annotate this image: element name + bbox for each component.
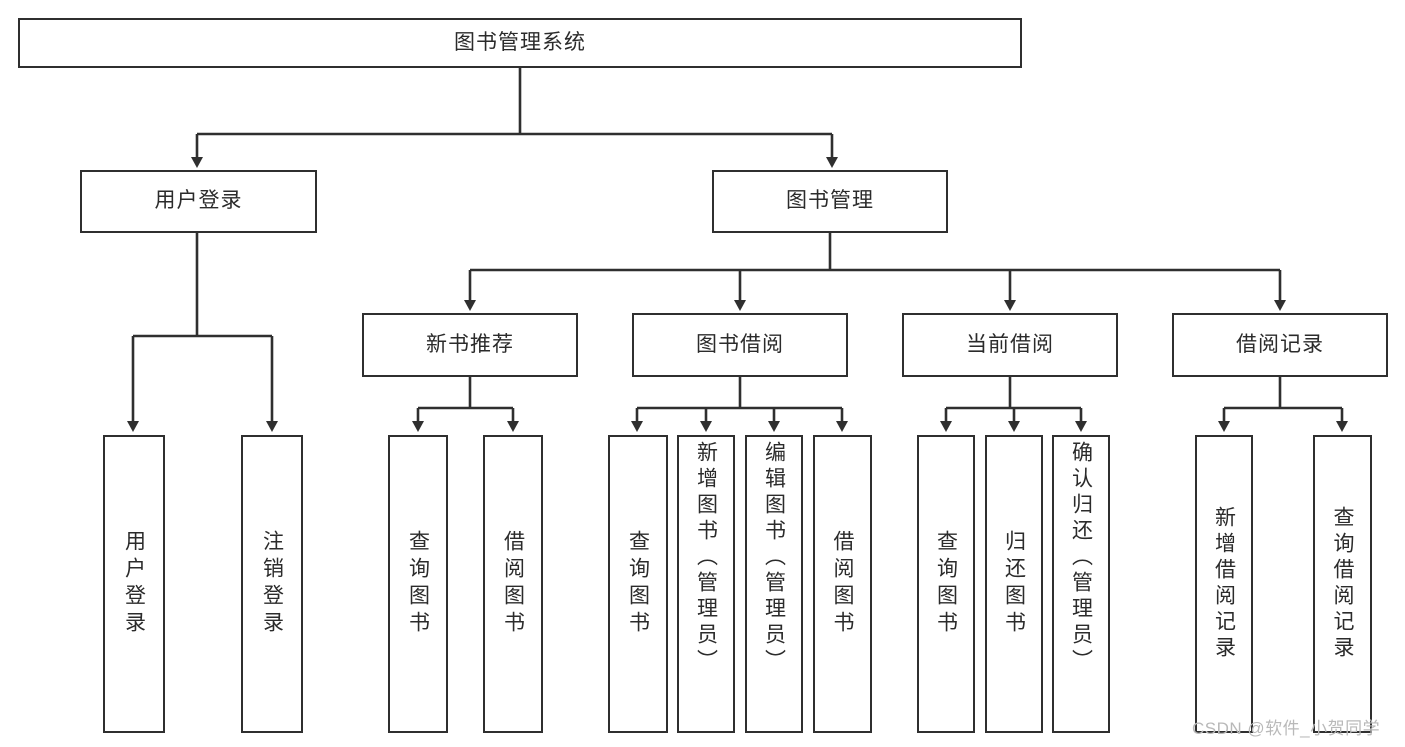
node-root[interactable]: 图书管理系统 [18,18,1022,68]
leaf-return-book-label: 归还图书 [1002,530,1026,638]
node-current-borrow[interactable]: 当前借阅 [902,313,1118,377]
leaf-query-record-label: 查询借阅记录 [1331,506,1354,662]
leaf-borrow-book-2-label: 借阅图书 [831,530,854,638]
node-root-label: 图书管理系统 [454,30,586,54]
leaf-logout-login-label: 注销登录 [260,530,284,638]
leaf-return-book[interactable]: 归还图书 [985,435,1043,733]
leaf-query-record[interactable]: 查询借阅记录 [1313,435,1372,733]
node-book-manage-label: 图书管理 [786,189,874,213]
leaf-confirm-return-label: 确认归还（管理员） [1069,441,1093,675]
leaf-borrow-book-1[interactable]: 借阅图书 [483,435,543,733]
node-book-borrow[interactable]: 图书借阅 [632,313,848,377]
node-book-manage[interactable]: 图书管理 [712,170,948,233]
leaf-borrow-book-1-label: 借阅图书 [501,530,525,638]
leaf-add-book[interactable]: 新增图书（管理员） [677,435,735,733]
leaf-logout-login[interactable]: 注销登录 [241,435,303,733]
node-book-borrow-label: 图书借阅 [696,332,784,356]
leaf-query-book-2-label: 查询图书 [626,530,650,638]
leaf-edit-book[interactable]: 编辑图书（管理员） [745,435,803,733]
leaf-borrow-book-2[interactable]: 借阅图书 [813,435,872,733]
leaf-edit-book-label: 编辑图书（管理员） [762,441,786,675]
leaf-add-record[interactable]: 新增借阅记录 [1195,435,1253,733]
node-user-login[interactable]: 用户登录 [80,170,317,233]
leaf-query-book-2[interactable]: 查询图书 [608,435,668,733]
leaf-add-book-label: 新增图书（管理员） [694,441,718,675]
leaf-query-book-3-label: 查询图书 [934,530,958,638]
leaf-user-login-label: 用户登录 [122,530,146,638]
node-new-book-recommend-label: 新书推荐 [426,332,514,356]
leaf-confirm-return[interactable]: 确认归还（管理员） [1052,435,1110,733]
leaf-query-book-3[interactable]: 查询图书 [917,435,975,733]
leaf-query-book-1-label: 查询图书 [406,530,430,638]
node-new-book-recommend[interactable]: 新书推荐 [362,313,578,377]
node-borrow-record-label: 借阅记录 [1236,332,1324,356]
leaf-add-record-label: 新增借阅记录 [1212,506,1236,662]
node-user-login-label: 用户登录 [154,189,243,213]
node-current-borrow-label: 当前借阅 [966,332,1054,356]
watermark: CSDN @软件_小贺同学 [1192,719,1381,738]
leaf-user-login[interactable]: 用户登录 [103,435,165,733]
node-borrow-record[interactable]: 借阅记录 [1172,313,1388,377]
leaf-query-book-1[interactable]: 查询图书 [388,435,448,733]
